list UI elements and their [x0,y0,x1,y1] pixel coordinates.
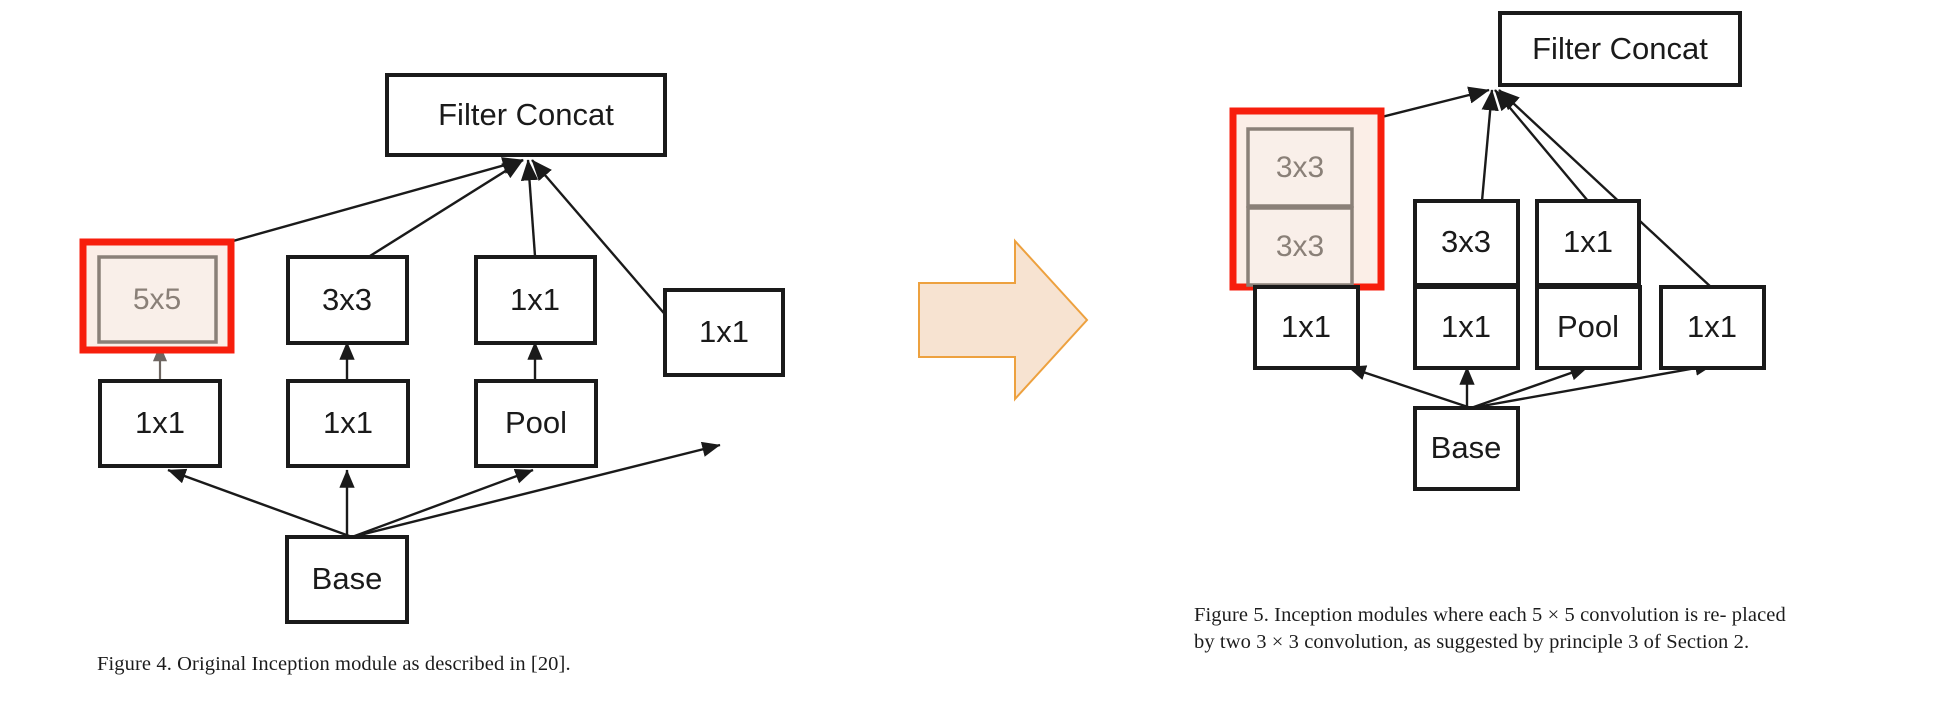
node-1x1-top-right-label: 1x1 [1563,224,1613,259]
node-pool-right-label: Pool [1557,309,1619,344]
node-3x3-right[interactable]: 3x3 [1413,199,1520,287]
node-1x1-reduce-a-left-label: 1x1 [135,405,185,440]
node-filter-concat-right[interactable]: Filter Concat [1498,11,1742,87]
node-5x5-left[interactable]: 5x5 [97,255,218,344]
edge-b3conv-to-concat-right [1494,89,1589,202]
figure-5-graph: Filter Concat 3x3 3x3 3x3 1x1 [1229,11,1766,491]
node-1x1-reduce-b-left-label: 1x1 [323,405,373,440]
figure-4-graph: Filter Concat 5x5 3x3 1x1 1x1 [79,73,785,624]
figure-4-caption: Figure 4. Original Inception module as d… [97,653,571,675]
node-1x1-reduce-b-right-label: 1x1 [1441,309,1491,344]
node-3x3-bottom-right[interactable]: 3x3 [1246,206,1354,287]
node-filter-concat-right-label: Filter Concat [1532,31,1708,66]
node-pool-left-label: Pool [505,405,567,440]
node-1x1-reduce-b-right[interactable]: 1x1 [1413,285,1520,370]
edge-b1conv-to-concat [189,157,524,255]
edge-base-to-b3pool [351,468,534,539]
node-3x3-right-label: 3x3 [1441,224,1491,259]
node-filter-concat-left-label: Filter Concat [438,97,614,132]
edge-b2conv-to-concat-right [1480,89,1499,202]
edge-b2conv-to-concat [369,158,524,258]
node-3x3-left[interactable]: 3x3 [286,255,409,345]
figure-5-caption-line-3: Section 2. [1666,631,1750,654]
node-1x1-reduce-a-left[interactable]: 1x1 [98,379,222,468]
node-1x1-top-right[interactable]: 1x1 [1535,199,1641,287]
node-1x1-top-left-label: 1x1 [510,282,560,317]
node-3x3-top-right[interactable]: 3x3 [1246,127,1354,208]
node-3x3-bottom-right-label: 3x3 [1276,230,1324,263]
node-1x1-direct-right[interactable]: 1x1 [1659,285,1766,370]
node-3x3-left-label: 3x3 [322,282,372,317]
node-1x1-reduce-b-left[interactable]: 1x1 [286,379,410,468]
node-filter-concat-left[interactable]: Filter Concat [385,73,667,157]
figure-5-caption-line-1: Figure 5. Inception modules where each 5… [1194,604,1727,626]
node-1x1-direct-left-label: 1x1 [699,314,749,349]
node-5x5-left-label: 5x5 [133,283,181,316]
edge-b3conv-to-concat [520,159,539,257]
edge-base-to-b3pool-right [1470,365,1589,410]
node-base-left[interactable]: Base [285,535,409,624]
node-pool-left[interactable]: Pool [474,379,598,468]
figure-5-caption-line-2: placed by two 3 × 3 convolution, as sugg… [1194,604,1786,654]
edge-b4conv-to-concat-right [1498,89,1713,289]
edge-base-to-b4conv-right [1470,360,1714,410]
node-base-right-label: Base [1431,430,1502,465]
edge-base-to-b1reduce-right [1347,365,1472,410]
node-3x3-top-right-label: 3x3 [1276,151,1324,184]
node-base-right[interactable]: Base [1413,406,1520,491]
figure-5-caption: Figure 5. Inception modules where each 5… [1194,602,1794,657]
node-base-left-label: Base [312,561,383,596]
node-1x1-reduce-a-right[interactable]: 1x1 [1253,285,1360,370]
node-1x1-top-left[interactable]: 1x1 [474,255,597,345]
edge-base-to-b1reduce [167,468,353,539]
transform-arrow [918,238,1089,402]
node-pool-right[interactable]: Pool [1535,285,1642,370]
edge-base-to-b4conv [351,441,721,539]
node-1x1-reduce-a-right-label: 1x1 [1281,309,1331,344]
node-1x1-direct-right-label: 1x1 [1687,309,1737,344]
node-1x1-direct-left[interactable]: 1x1 [663,288,785,377]
